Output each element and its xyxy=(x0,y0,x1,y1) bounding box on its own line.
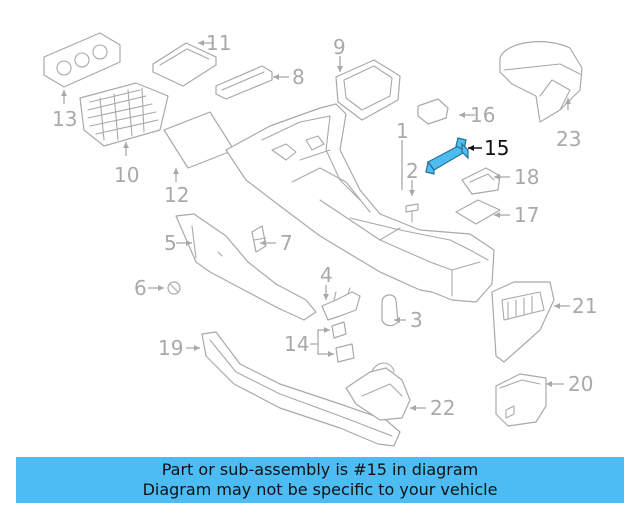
callout-22: 22 xyxy=(430,396,455,420)
leader-arrowhead-15 xyxy=(468,145,474,151)
callout-12: 12 xyxy=(164,183,189,207)
part-9-trim-bezel xyxy=(335,59,401,121)
callout-5: 5 xyxy=(164,231,177,255)
parts-diagram: 11 9 8 16 23 13 10 12 1 2 15 18 17 5 7 6… xyxy=(43,31,597,447)
part-1-console xyxy=(225,103,495,303)
banner-line-2: Diagram may not be specific to your vehi… xyxy=(142,480,498,499)
part-8-handle xyxy=(215,65,273,100)
part-5-side-panel xyxy=(175,213,317,321)
callout-4: 4 xyxy=(320,263,333,287)
callout-13: 13 xyxy=(52,107,77,131)
callout-19: 19 xyxy=(158,336,183,360)
part-6-screw xyxy=(167,281,181,295)
part-10-grille xyxy=(79,82,169,147)
callout-8: 8 xyxy=(292,65,305,89)
part-4-bracket xyxy=(321,287,361,321)
callout-labels: 11 9 8 16 23 13 10 12 1 2 15 18 17 5 7 6… xyxy=(52,31,597,420)
part-7-clip xyxy=(251,225,267,253)
leader-arrowheads xyxy=(61,40,571,411)
callout-1: 1 xyxy=(396,119,409,143)
part-2-screw xyxy=(405,203,419,223)
callout-15-highlighted: 15 xyxy=(484,136,509,160)
callout-6: 6 xyxy=(134,276,147,300)
part-22-shifter xyxy=(345,362,411,421)
part-11-tray xyxy=(152,42,217,87)
callout-21: 21 xyxy=(572,294,597,318)
part-3-cap xyxy=(381,294,399,327)
callout-9: 9 xyxy=(333,35,346,59)
callout-17: 17 xyxy=(514,203,539,227)
callout-14: 14 xyxy=(284,332,309,356)
part-18-bracket xyxy=(461,167,501,195)
part-12-panel xyxy=(163,111,235,169)
callout-11: 11 xyxy=(206,31,231,55)
callout-2: 2 xyxy=(406,159,419,183)
part-19-long-trim xyxy=(201,331,401,447)
part-23-armrest xyxy=(499,41,583,123)
callout-16: 16 xyxy=(470,103,495,127)
callout-18: 18 xyxy=(514,165,539,189)
part-20-storage-box xyxy=(495,373,547,427)
banner-line-1: Part or sub-assembly is #15 in diagram xyxy=(161,460,479,479)
part-14-clips xyxy=(331,321,355,363)
part-21-rear-vent xyxy=(491,281,555,363)
info-banner: Part or sub-assembly is #15 in diagram D… xyxy=(16,457,624,503)
part-17-pad xyxy=(455,199,501,225)
callout-10: 10 xyxy=(114,163,139,187)
callout-23: 23 xyxy=(556,127,581,151)
part-13-vent-panel xyxy=(43,32,121,88)
part-15-bracket-highlighted xyxy=(425,137,469,175)
callout-20: 20 xyxy=(568,372,593,396)
callout-7: 7 xyxy=(280,231,293,255)
callout-3: 3 xyxy=(410,308,423,332)
part-16-clip xyxy=(417,98,449,125)
